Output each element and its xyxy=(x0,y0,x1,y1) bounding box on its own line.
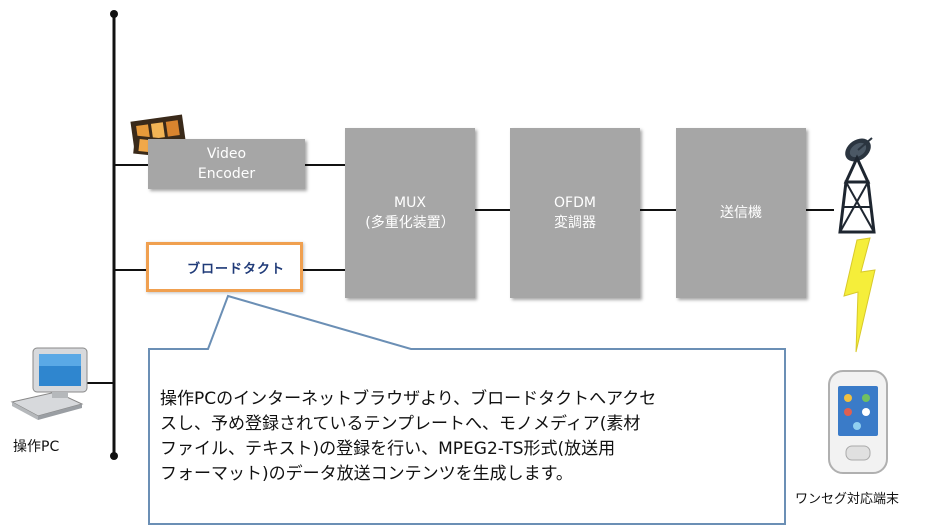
callout-line-3: ファイル、テキスト)の登録を行い、MPEG2-TS形式(放送用 xyxy=(160,439,616,459)
phone-label: ワンセグ対応端末 xyxy=(795,492,900,507)
transmitter-block: 送信機 xyxy=(676,128,806,298)
ofdm-modulator-block: OFDM 変調器 xyxy=(510,128,640,298)
pc-icon xyxy=(10,347,88,420)
mobile-phone-icon xyxy=(828,370,888,474)
mux-block: MUX (多重化装置） xyxy=(345,128,475,298)
mux-label-line-2: (多重化装置） xyxy=(365,215,455,231)
broadtact-logo-text: ブロードタクト xyxy=(187,261,286,277)
bus-bottom-dot xyxy=(110,452,118,460)
pc-label: 操作PC xyxy=(13,439,60,455)
lightning-icon xyxy=(843,237,876,353)
mux-label-line-1: MUX xyxy=(394,195,426,211)
callout-description: 操作PCのインターネットブラウザより、ブロードタクトへアクセスし、予め登録されて… xyxy=(160,387,770,487)
callout-line-4: フォーマット)のデータ放送コンテンツを生成します。 xyxy=(160,464,573,484)
broadtact-logo: ブロードタクト xyxy=(146,242,303,292)
video-encoder-block: Video Encoder xyxy=(148,139,305,189)
ofdm-label-line-2: 変調器 xyxy=(554,215,596,231)
bus-top-dot xyxy=(110,10,118,18)
ofdm-label-line-1: OFDM xyxy=(554,195,596,211)
antenna-tower-icon xyxy=(838,137,876,234)
video-encoder-label-line-1: Video xyxy=(206,146,247,162)
video-encoder-label-line-2: Encoder xyxy=(197,166,256,182)
transmitter-label: 送信機 xyxy=(720,205,762,221)
callout-line-2: スし、予め登録されているテンプレートへ、モノメディア(素材 xyxy=(160,414,641,434)
callout-balloon xyxy=(148,294,786,525)
callout-line-1: 操作PCのインターネットブラウザより、ブロードタクトへアクセ xyxy=(160,389,657,409)
